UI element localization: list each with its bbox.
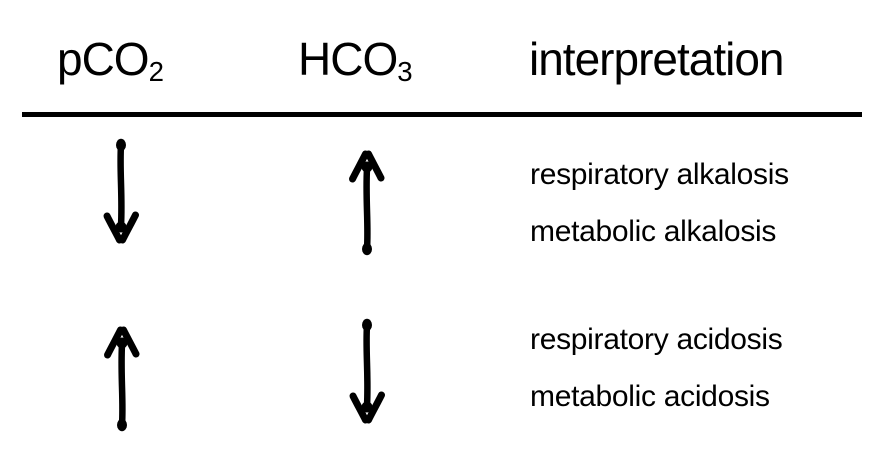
header-divider-rule [22,112,862,117]
pco2-arrow-icon [99,137,143,251]
column-header-pco2: pCO2 [57,32,164,99]
column-header-hco3-subscript: 3 [397,56,413,88]
hco3-arrow-icon [345,143,389,257]
interpretation-text: respiratory alkalosis [530,158,789,191]
column-header-hco3: HCO3 [298,32,413,99]
column-header-pco2-subscript: 2 [148,56,164,88]
interpretation-cell: respiratory alkalosis metabolic alkalosi… [530,146,789,260]
interpretation-text: metabolic alkalosis [530,215,777,248]
column-header-interpretation: interpretation [529,33,784,85]
column-header-hco3-label: HCO [298,33,398,85]
interpretation-text: respiratory acidosis [530,323,783,356]
pco2-arrow-icon [100,319,144,433]
hco3-arrow-icon [345,317,389,431]
interpretation-cell: respiratory acidosis metabolic acidosis [530,311,783,425]
interpretation-text: metabolic acidosis [530,380,770,413]
column-header-pco2-label: pCO [57,33,150,85]
